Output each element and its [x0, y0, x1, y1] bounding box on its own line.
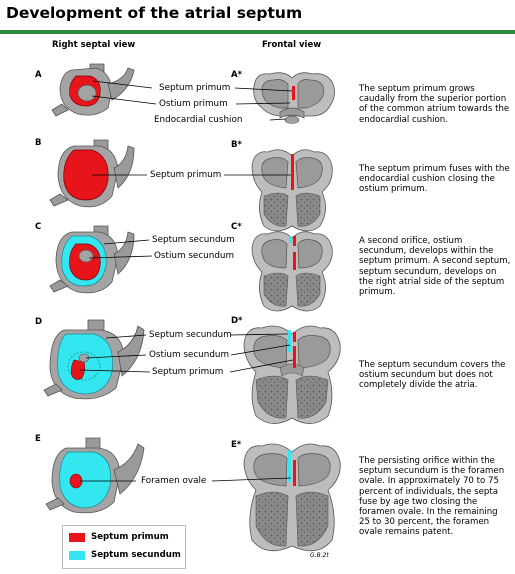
frontal-label-b: B* [231, 140, 242, 150]
frontal-view-d [229, 325, 341, 424]
frontal-view-c [251, 231, 333, 312]
right-septal-view-c [49, 225, 153, 294]
frontal-label-d: D* [231, 316, 243, 326]
callout-b-septum-primum: Septum primum [150, 170, 222, 180]
right-septal-view-a [51, 63, 157, 117]
description-a: The septum primum grows caudally from th… [359, 84, 510, 125]
right-septal-view-e [45, 437, 145, 514]
frontal-view-e [211, 443, 341, 552]
callout-c-septum-secundum: Septum secundum [152, 235, 235, 245]
frontal-view-a [234, 72, 335, 124]
row-label-d: D [35, 317, 43, 327]
legend-label-septum-secundum: Septum secundum [91, 550, 181, 560]
artist-signature: G.B.2t [310, 552, 329, 559]
row-label-a: A [35, 70, 42, 80]
row-label-b: B [35, 138, 42, 148]
legend-swatch-septum-secundum [69, 551, 85, 560]
right-septal-view-b [49, 139, 147, 208]
page-title: Development of the atrial septum [6, 4, 303, 22]
callout-a-ostium-primum: Ostium primum [159, 99, 228, 109]
description-b: The septum primum fuses with the endocar… [359, 164, 510, 195]
frontal-label-a: A* [231, 70, 243, 80]
callout-d-septum-primum: Septum primum [152, 367, 224, 377]
header-frontal-view: Frontal view [262, 40, 322, 50]
callout-c-ostium-secundum: Ostium secundum [154, 251, 235, 261]
frontal-view-b [224, 149, 333, 232]
title-rule [0, 30, 515, 34]
row-label-c: C [35, 222, 42, 232]
right-septal-view-d [43, 319, 151, 400]
legend-swatch-septum-primum [69, 533, 85, 542]
description-d: The septum secundum covers the ostium se… [359, 360, 506, 391]
callout-d-ostium-secundum: Ostium secundum [149, 350, 230, 360]
callout-a-septum-primum: Septum primum [159, 83, 231, 93]
header-right-septal-view: Right septal view [52, 40, 136, 50]
row-label-e: E [35, 434, 41, 444]
callout-d-septum-secundum: Septum secundum [149, 330, 232, 340]
frontal-label-e: E* [231, 440, 242, 450]
legend-label-septum-primum: Septum primum [91, 532, 169, 542]
description-c: A second orifice, ostium secundum, devel… [359, 236, 511, 298]
description-e: The persisting orifice within the septum… [359, 456, 505, 538]
callout-a-endocardial-cushion: Endocardial cushion [154, 115, 243, 125]
callout-e-foramen-ovale: Foramen ovale [141, 476, 207, 486]
frontal-label-c: C* [231, 222, 242, 232]
legend: Septum primum Septum secundum [62, 525, 186, 569]
